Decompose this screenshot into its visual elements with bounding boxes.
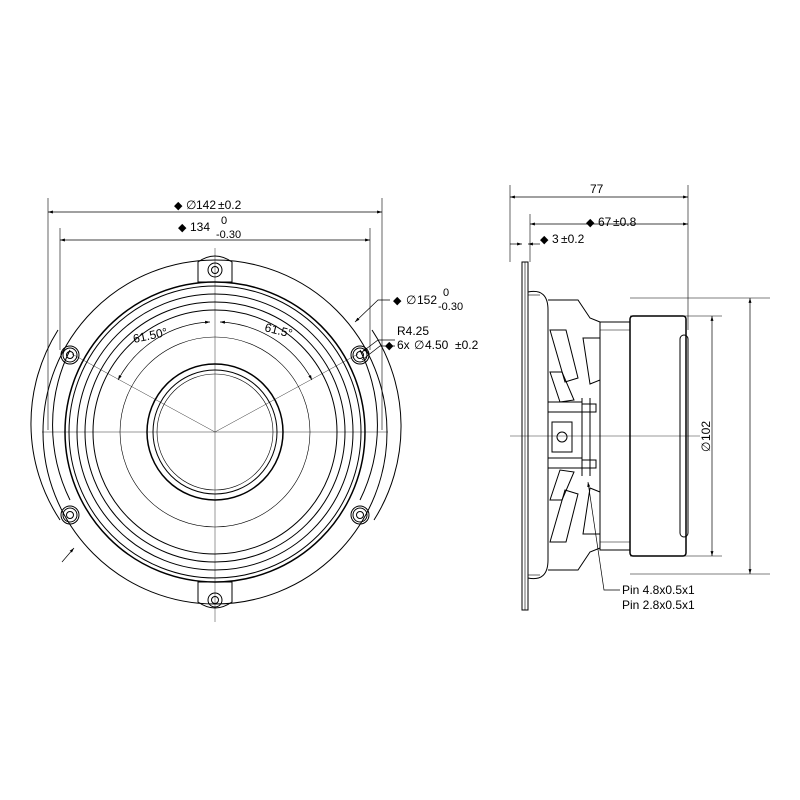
dim-77-label: 77 [590,182,604,196]
basket-window-upper-3 [549,371,575,403]
angle-label-right: 61.5° [263,320,294,340]
leader-pins [587,481,620,591]
dim-134-lower-tol: -0.30 [216,229,241,241]
holes-tolerance: ±0.2 [455,338,479,352]
basket-outline [548,299,601,571]
angle-line-right [214,353,359,433]
holes-count: 6x [397,338,410,352]
side-view-labels: 77 ◆ 67 ±0.8 ◆ 3 ±0.2 ∅ 102 ◆ 120 +1 0 P… [540,182,713,612]
basket-window-lower-2 [582,487,601,535]
dim-142-marker: ◆ [174,200,183,212]
leader-152 [354,299,390,323]
basket-window-lower-1 [549,489,579,543]
side-view [509,185,770,611]
dim-152-marker: ◆ [393,295,402,307]
dim-102-symbol: ∅ [699,442,713,452]
dim-152-upper-tol: 0 [443,287,449,299]
pin-label-1: Pin 4.8x0.5x1 [622,583,695,597]
radius-label: R4.25 [397,324,429,338]
holes-symbol: ∅ [414,338,424,352]
lug-top-right [350,345,370,365]
front-view-labels: ◆ ∅ 142 ±0.2 ◆ 134 0 -0.30 ◆ ∅ 152 0 -0.… [132,198,479,352]
terminal-block [547,398,597,476]
dim-67-marker: ◆ [586,217,595,229]
dim-142-tolerance: ±0.2 [218,198,242,212]
dim-134-marker: ◆ [178,222,187,234]
leader-r425 [361,339,395,353]
dim-152-value: 152 [417,293,437,307]
front-view [30,198,402,622]
surround-profile [527,290,549,580]
pin-label-2: Pin 2.8x0.5x1 [622,598,695,612]
dim-3-tolerance: ±0.2 [561,232,585,246]
dim-142-symbol: ∅ [186,198,196,212]
dim-102-value: 102 [699,421,713,441]
dim-134-upper-tol: 0 [221,215,227,227]
dim-3-marker: ◆ [540,234,549,246]
dim-152-symbol: ∅ [406,293,416,307]
flange-outline [52,349,378,501]
dim-67-tolerance: ±0.8 [613,215,637,229]
dim-152-lower-tol: -0.30 [438,301,463,313]
basket-window-upper-1 [549,329,579,383]
basket-window-lower-3 [549,469,575,501]
dim-3-value: 3 [552,232,559,246]
angle-arc-left [117,320,211,381]
lug-bottom-right [350,505,370,525]
dim-134-value: 134 [190,220,210,234]
leader-flange-bottom [61,547,75,563]
dim-67-value: 67 [598,215,612,229]
holes-marker: ◆ [385,340,394,352]
angle-line-left [71,353,216,433]
basket-window-upper-2 [582,337,601,385]
dim-142-value: 142 [196,198,216,212]
lug-top-left [60,345,80,365]
holes-value: 4.50 [425,338,449,352]
leader-holes [361,345,395,361]
lug-bottom-left [60,505,80,525]
angle-arc-right [219,320,313,381]
flange-outline-inner [30,329,402,521]
